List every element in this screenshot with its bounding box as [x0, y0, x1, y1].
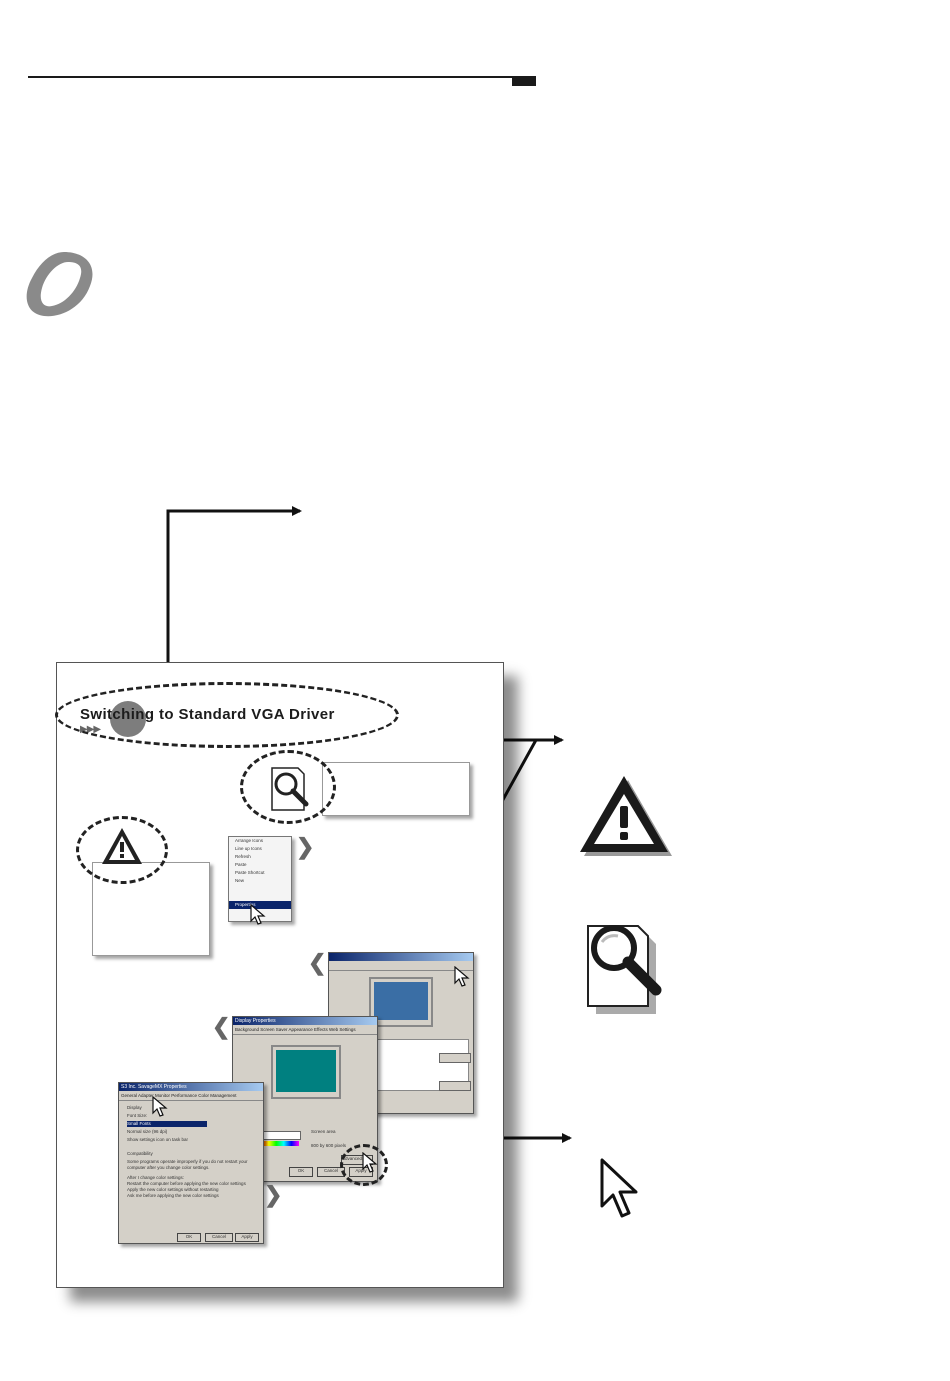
menu-item [229, 893, 291, 901]
menu-item: Arrange Icons [235, 838, 264, 843]
menu-item: Paste Shortcut [235, 870, 265, 875]
compatibility-label: Compatibility [127, 1151, 153, 1156]
mouse-pointer-icon [362, 1152, 378, 1173]
dialog-title: Display Properties [233, 1017, 377, 1025]
dialog-tabs: General Adapter Monitor Performance Colo… [119, 1091, 263, 1101]
after-change-label: After I change color settings: [127, 1175, 185, 1180]
mouse-pointer-icon [600, 1158, 638, 1218]
monitor-graphic [271, 1045, 341, 1099]
chevron-left-icon: ❮ [212, 1014, 231, 1039]
note-magnifier-icon [587, 925, 662, 1014]
header-rule [28, 76, 536, 78]
letter-o-icon [26, 252, 93, 317]
font-size-select: Small Fonts [127, 1121, 207, 1127]
menu-item: New [235, 878, 245, 883]
context-menu-screenshot: Arrange Icons Line up Icons Refresh Past… [228, 836, 292, 922]
font-size-label: Font Size: [127, 1113, 148, 1118]
driver-properties-screenshot: S3 Inc. SavageMX Properties General Adap… [118, 1082, 264, 1244]
screen-area-label: Screen area [311, 1129, 336, 1134]
show-settings-checkbox: Show settings icon on task bar [127, 1137, 189, 1142]
menu-item: Paste [235, 862, 247, 867]
chevron-right-icon: ❯ [296, 834, 315, 859]
note-highlight-circle [240, 750, 336, 824]
chevron-right-icon: ❯ [264, 1182, 283, 1207]
menu-item: Refresh [235, 854, 251, 859]
option-apply: Apply the new color settings without res… [127, 1187, 219, 1192]
menu-item: Line up Icons [235, 846, 262, 851]
compatibility-text: Some programs operate improperly if you … [127, 1159, 248, 1170]
dialog-tabs [329, 961, 473, 971]
apply-button: Apply [235, 1233, 259, 1242]
ok-button: OK [289, 1167, 313, 1177]
option-restart: Restart the computer before applying the… [127, 1181, 246, 1186]
option-ask: Ask me before applying the new color set… [127, 1193, 219, 1198]
dialog-tabs: Background Screen Saver Appearance Effec… [233, 1025, 377, 1035]
dialog-title: S3 Inc. SavageMX Properties [119, 1083, 263, 1091]
warning-triangle-icon [580, 776, 672, 856]
menu-item-selected: Properties [229, 901, 291, 909]
mouse-pointer-icon [454, 966, 470, 987]
cancel-button: Cancel [205, 1233, 233, 1242]
display-properties-screenshot-back [328, 952, 474, 1114]
menu-item [229, 885, 291, 893]
mouse-pointer-icon [152, 1096, 168, 1117]
mouse-pointer-icon [250, 904, 266, 925]
normal-size-label: Normal size (96 dpi) [127, 1129, 168, 1134]
warning-highlight-circle [76, 816, 168, 884]
title-highlight-oval [55, 682, 399, 748]
dialog-titlebar [329, 953, 473, 961]
display-label: Display [127, 1105, 142, 1110]
ok-button: OK [177, 1233, 201, 1242]
advanced-highlight-circle [340, 1144, 388, 1186]
chevron-left-icon: ❮ [308, 950, 327, 975]
monitor-graphic [369, 977, 433, 1027]
header-tab [512, 76, 536, 86]
resolution-label: 800 by 600 pixels [311, 1143, 347, 1148]
note-box [322, 762, 470, 816]
title-callout-line [166, 506, 302, 692]
